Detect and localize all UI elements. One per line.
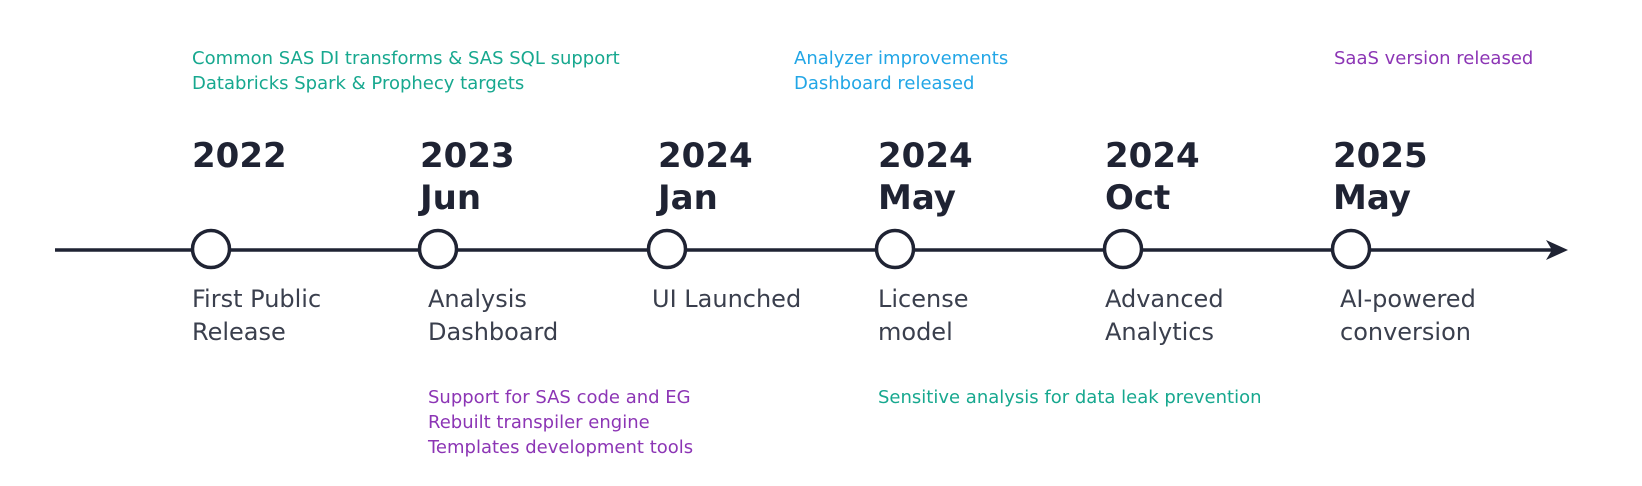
- milestone-marker-2022: [190, 228, 232, 270]
- milestone-marker-2025-may: [1330, 228, 1372, 270]
- milestone-label-line: AI-powered: [1340, 285, 1476, 313]
- milestone-year: 2024: [1105, 136, 1200, 176]
- note-line: Common SAS DI transforms & SAS SQL suppo…: [192, 48, 620, 69]
- milestone-date-2024-oct: 2024 Oct: [1105, 135, 1200, 219]
- milestone-marker-2024-oct: [1102, 228, 1144, 270]
- milestone-month: Jan: [658, 178, 718, 218]
- milestone-date-2022: 2022: [192, 135, 287, 177]
- note-line: Rebuilt transpiler engine: [428, 412, 650, 433]
- milestone-month: Jun: [420, 178, 482, 218]
- milestone-label-line: Release: [192, 318, 286, 346]
- milestone-month: May: [1333, 178, 1411, 218]
- note-line: Templates development tools: [428, 437, 694, 458]
- note-line: Sensitive analysis for data leak prevent…: [878, 387, 1262, 408]
- milestone-label-2023-jun: Analysis Dashboard: [428, 283, 558, 349]
- milestone-marker-2024-jan: [646, 228, 688, 270]
- milestone-marker-2024-may: [874, 228, 916, 270]
- milestone-label-line: Analytics: [1105, 318, 1214, 346]
- milestone-label-2024-oct: Advanced Analytics: [1105, 283, 1224, 349]
- milestone-date-2023-jun: 2023 Jun: [420, 135, 515, 219]
- milestone-label-line: model: [878, 318, 953, 346]
- milestone-label-2024-may: License model: [878, 283, 968, 349]
- milestone-marker-2023-jun: [417, 228, 459, 270]
- note-2022: Common SAS DI transforms & SAS SQL suppo…: [192, 46, 620, 96]
- timeline-arrow-head: [1546, 240, 1568, 260]
- milestone-label-line: Advanced: [1105, 285, 1224, 313]
- milestone-label-line: License: [878, 285, 969, 313]
- note-line: Analyzer improvements: [794, 48, 1009, 69]
- note-2025-may: SaaS version released: [1334, 46, 1533, 71]
- milestone-label-2025-may: AI-powered conversion: [1340, 283, 1476, 349]
- milestone-date-2024-jan: 2024 Jan: [658, 135, 753, 219]
- milestone-label-2024-jan: UI Launched: [652, 283, 801, 316]
- milestone-label-line: Analysis: [428, 285, 527, 313]
- note-2024-may-top: Analyzer improvements Dashboard released: [794, 46, 1008, 96]
- milestone-label-line: First Public: [192, 285, 322, 313]
- milestone-year: 2023: [420, 136, 515, 176]
- note-line: Databricks Spark & Prophecy targets: [192, 73, 525, 94]
- milestone-label-2022: First Public Release: [192, 283, 321, 349]
- milestone-date-2025-may: 2025 May: [1333, 135, 1428, 219]
- milestone-label-line: Dashboard: [428, 318, 559, 346]
- milestone-year: 2022: [192, 136, 287, 176]
- note-2023-jun: Support for SAS code and EG Rebuilt tran…: [428, 385, 693, 460]
- milestone-label-line: conversion: [1340, 318, 1471, 346]
- milestone-month: Oct: [1105, 178, 1171, 218]
- milestone-year: 2024: [658, 136, 753, 176]
- note-line: SaaS version released: [1334, 48, 1534, 69]
- note-line: Dashboard released: [794, 73, 975, 94]
- milestone-date-2024-may: 2024 May: [878, 135, 973, 219]
- milestone-label-line: UI Launched: [652, 285, 802, 313]
- note-2024-may-bottom: Sensitive analysis for data leak prevent…: [878, 385, 1262, 410]
- note-line: Support for SAS code and EG: [428, 387, 691, 408]
- milestone-year: 2024: [878, 136, 973, 176]
- milestone-month: May: [878, 178, 956, 218]
- milestone-year: 2025: [1333, 136, 1428, 176]
